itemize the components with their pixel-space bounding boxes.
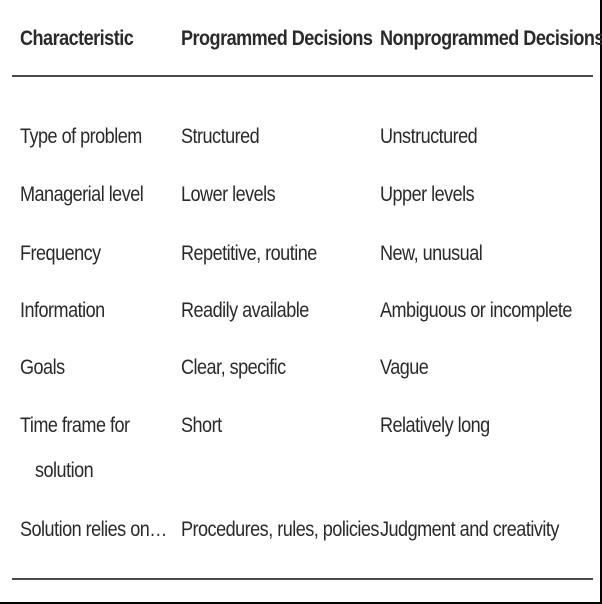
row-information-programmed: Readily available [181, 299, 309, 322]
row-solution-relies-on-characteristic: Solution relies on… [20, 518, 167, 541]
row-information-characteristic: Information [20, 299, 105, 322]
row-time-frame-programmed: Short [181, 414, 222, 437]
row-time-frame-characteristic-line1: Time frame for [20, 414, 130, 437]
header-rule [12, 75, 593, 77]
row-goals-programmed: Clear, specific [181, 356, 286, 379]
row-time-frame-characteristic-line2: solution [35, 459, 94, 482]
header-characteristic: Characteristic [20, 27, 134, 50]
row-goals-characteristic: Goals [20, 356, 65, 379]
header-programmed-decisions: Programmed Decisions [181, 27, 373, 50]
row-frequency-programmed: Repetitive, routine [181, 242, 317, 265]
row-goals-nonprogrammed: Vague [380, 356, 429, 379]
row-type-of-problem-nonprogrammed: Unstructured [380, 125, 478, 148]
row-frequency-characteristic: Frequency [20, 242, 101, 265]
row-solution-relies-on-nonprogrammed: Judgment and creativity [380, 518, 559, 541]
row-information-nonprogrammed: Ambiguous or incomplete [380, 299, 572, 322]
row-managerial-level-programmed: Lower levels [181, 183, 276, 206]
row-type-of-problem-programmed: Structured [181, 125, 260, 148]
row-managerial-level-nonprogrammed: Upper levels [380, 183, 475, 206]
row-type-of-problem-characteristic: Type of problem [20, 125, 142, 148]
footer-rule [12, 578, 593, 580]
row-solution-relies-on-programmed: Procedures, rules, policies [181, 518, 379, 541]
row-frequency-nonprogrammed: New, unusual [380, 242, 483, 265]
row-managerial-level-characteristic: Managerial level [20, 183, 144, 206]
header-nonprogrammed-decisions: Nonprogrammed Decisions [380, 27, 602, 50]
row-time-frame-nonprogrammed: Relatively long [380, 414, 490, 437]
